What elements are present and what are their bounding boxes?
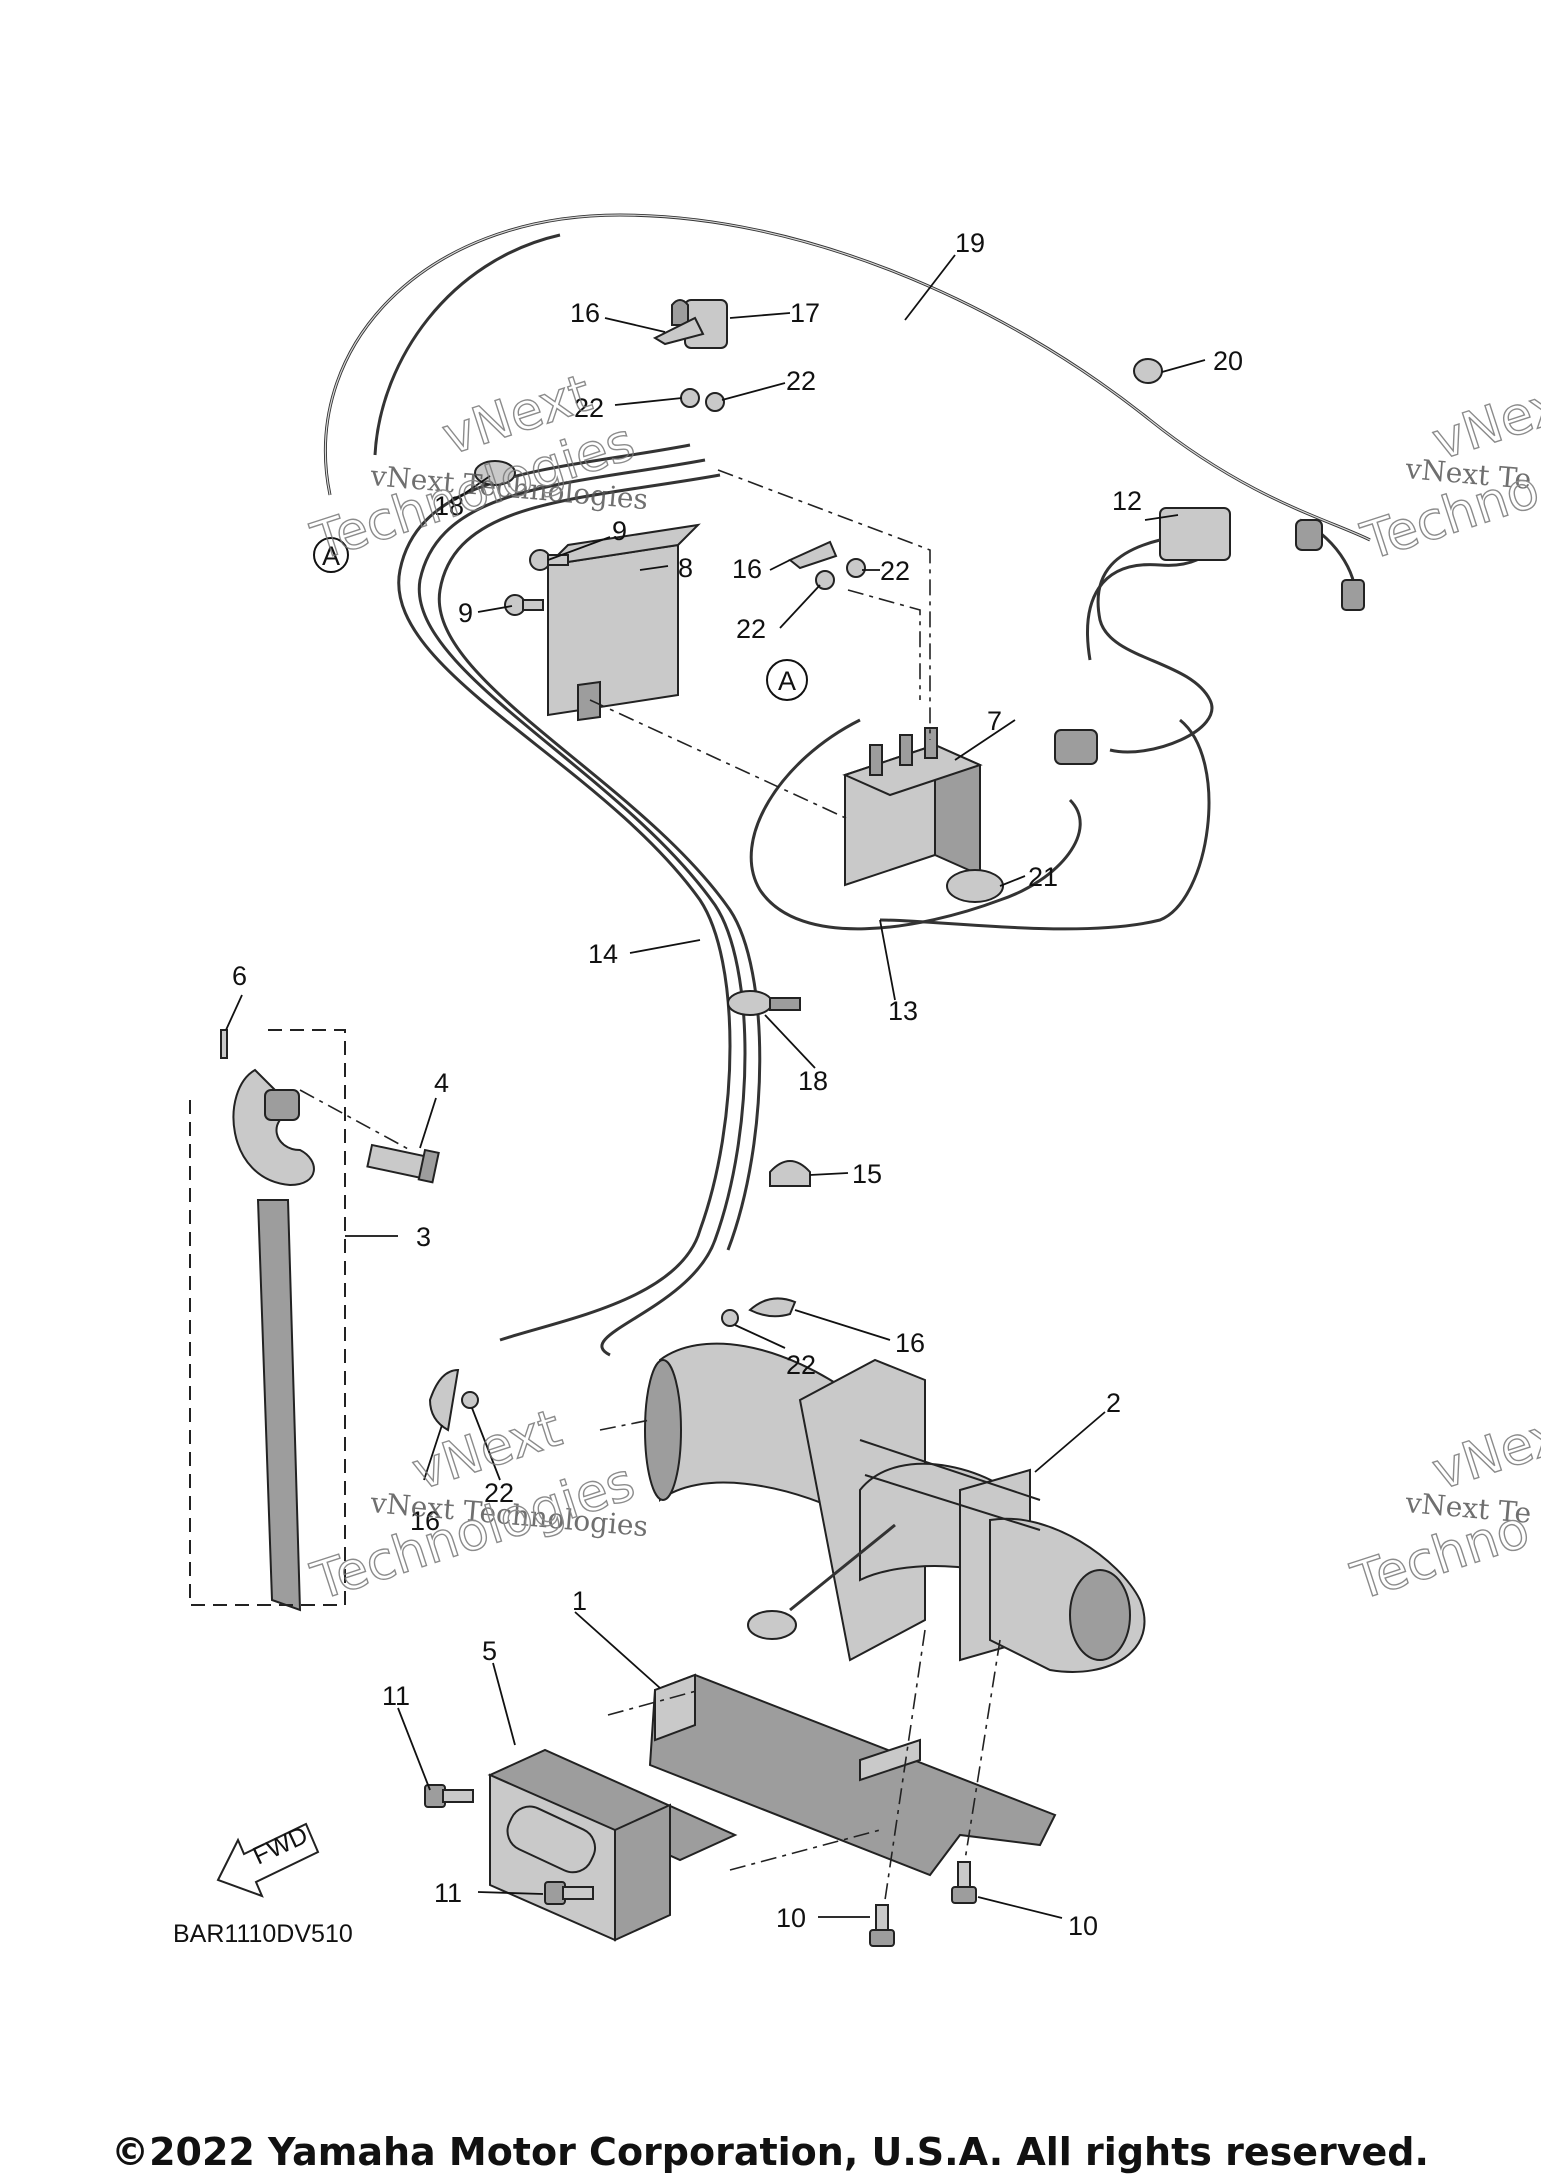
part-20-grommet (1133, 358, 1163, 384)
assembly-3-boundary (189, 1029, 346, 1606)
part-22-nut (721, 1309, 739, 1327)
callout-18: 18 (798, 1066, 828, 1096)
callout-7: 7 (987, 706, 1002, 736)
part-1-mounting-plate (648, 1673, 1057, 1877)
leader-lines (225, 254, 1206, 1919)
callout-14: 14 (588, 939, 618, 969)
svg-text:vNext: vNext (1425, 1398, 1541, 1502)
part-22-nut (680, 388, 700, 408)
part-2-winch (644, 1342, 1146, 1673)
callout-5: 5 (482, 1636, 497, 1666)
part-10-bolt (951, 1861, 977, 1904)
part-12-switch-connector (1054, 507, 1231, 765)
part-16-terminal-cover (652, 316, 705, 346)
callout-19: 19 (955, 228, 985, 258)
callout-10: 10 (776, 1903, 806, 1933)
part-18-clamp (727, 990, 801, 1016)
callout-8: 8 (678, 553, 693, 583)
callout-15: 15 (852, 1159, 882, 1189)
part-11-bolt (424, 1784, 474, 1808)
part-16-terminal-cover (428, 1368, 460, 1432)
callout-13: 13 (888, 996, 918, 1026)
part-10-bolt (869, 1904, 895, 1947)
part-21-band (946, 869, 1004, 903)
svg-text:A: A (778, 666, 796, 696)
callout-11: 11 (382, 1681, 410, 1711)
part-22-nut (815, 570, 835, 590)
callout-17: 17 (790, 298, 820, 328)
part-6-pin (220, 1029, 228, 1059)
callout-16: 16 (895, 1328, 925, 1358)
assembly-lines (299, 469, 1001, 1901)
callout-2: 2 (1106, 1388, 1121, 1418)
callout-22: 22 (786, 366, 816, 396)
callout-1: 1 (572, 1586, 587, 1616)
callout-4: 4 (434, 1068, 449, 1098)
callout-22: 22 (484, 1478, 514, 1508)
callout-22: 22 (574, 393, 604, 423)
callout-22: 22 (880, 556, 910, 586)
part-22-nut (461, 1391, 479, 1409)
callout-16: 16 (732, 554, 762, 584)
callout-22: 22 (736, 614, 766, 644)
connector-mark-a: A (313, 537, 349, 573)
wire-harness-19 (324, 213, 1371, 611)
part-9-bolt (529, 549, 569, 571)
callout-16: 16 (410, 1506, 440, 1536)
fwd-arrow-icon: FWD (216, 1821, 320, 1898)
copyright-notice: ©2022 Yamaha Motor Corporation, U.S.A. A… (111, 2130, 1429, 2174)
callout-numbers: 19 17 16 22 22 20 12 18 9 8 16 22 22 9 7… (232, 228, 1243, 1941)
callout-9: 9 (612, 516, 627, 546)
callout-20: 20 (1213, 346, 1243, 376)
part-22-nut (705, 392, 725, 412)
part-11-bolt (544, 1881, 594, 1905)
winch-cable-end (747, 1523, 896, 1640)
callout-9: 9 (458, 598, 473, 628)
callout-3: 3 (416, 1222, 431, 1252)
part-9-bolt (504, 594, 544, 616)
winch-hook (232, 1068, 315, 1187)
connector-end (1341, 579, 1365, 611)
part-22-nut (846, 558, 866, 578)
wire-harness-14 (397, 443, 762, 1357)
svg-text:A: A (322, 541, 340, 571)
callout-11: 11 (434, 1878, 462, 1908)
connector-mark-a: A (766, 659, 808, 701)
part-16-terminal-cover (788, 540, 838, 570)
part-16-terminal-cover (748, 1297, 797, 1318)
diagram-code: BAR1110DV510 (173, 1920, 353, 1948)
part-15-clamp (769, 1160, 811, 1187)
callout-6: 6 (232, 961, 247, 991)
part-8-bracket (545, 523, 701, 722)
part-7-winch-relay (842, 727, 983, 887)
callout-10: 10 (1068, 1911, 1098, 1941)
callout-21: 21 (1028, 862, 1058, 892)
part-4-bolt (366, 1143, 440, 1184)
callout-12: 12 (1112, 486, 1142, 516)
part-3-strap (256, 1199, 302, 1612)
callout-18: 18 (434, 491, 464, 521)
connector-end (1295, 519, 1323, 551)
callout-16: 16 (570, 298, 600, 328)
callout-22: 22 (786, 1350, 816, 1380)
